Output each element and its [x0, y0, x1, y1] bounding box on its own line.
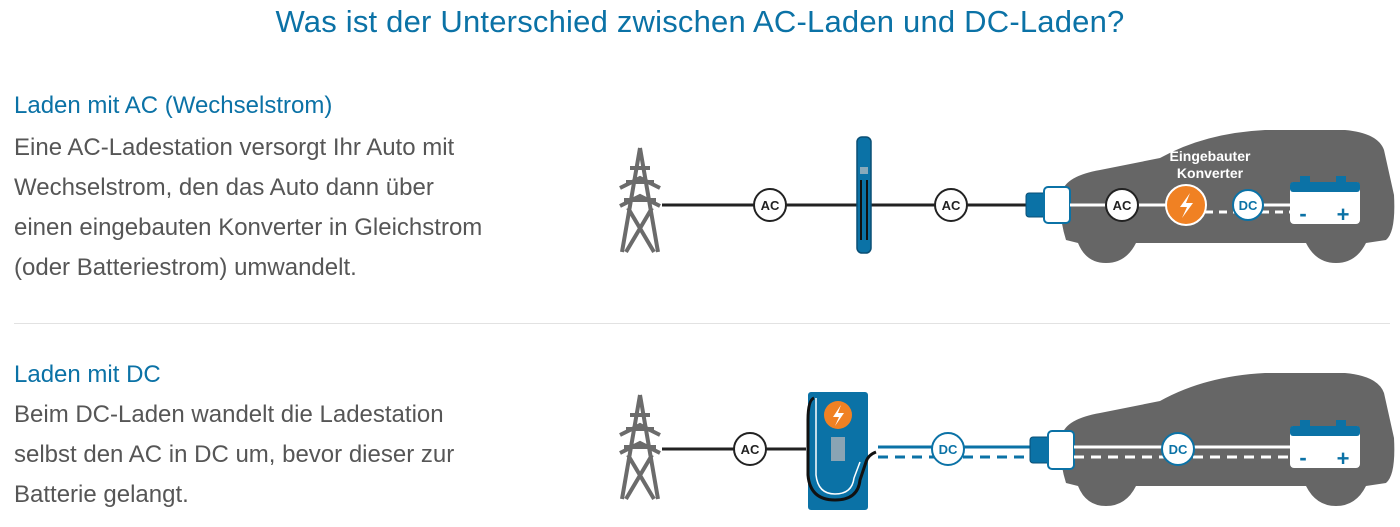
ac-badge: AC	[934, 188, 968, 222]
dc-diagram: AC DC	[618, 373, 1395, 510]
wallbox-charger-icon	[856, 136, 872, 254]
dc-badge: DC	[931, 432, 965, 466]
svg-text:AC: AC	[761, 198, 780, 213]
svg-text:+: +	[1337, 446, 1350, 471]
svg-text:DC: DC	[939, 442, 958, 457]
svg-text:AC: AC	[1113, 198, 1132, 213]
svg-text:-: -	[1299, 445, 1306, 470]
section-divider	[14, 323, 1390, 324]
svg-text:-: -	[1299, 201, 1306, 226]
plug-icon	[1025, 186, 1071, 224]
dc-badge: DC	[1232, 189, 1264, 221]
ac-badge: AC	[1105, 188, 1139, 222]
dc-badge: DC	[1161, 432, 1195, 466]
ac-description: Eine AC-Ladestation versorgt Ihr Auto mi…	[14, 128, 574, 288]
svg-text:AC: AC	[741, 442, 760, 457]
converter-label: Konverter	[1177, 165, 1244, 181]
converter-label: Eingebauter	[1170, 148, 1251, 164]
dc-description: Beim DC-Laden wandelt die Ladestation se…	[14, 395, 574, 515]
power-tower-icon	[618, 146, 662, 254]
battery-icon: - +	[1290, 420, 1360, 471]
ac-heading: Laden mit AC (Wechselstrom)	[14, 92, 333, 119]
ac-line: einen eingebauten Konverter in Gleichstr…	[14, 214, 483, 241]
converter-lightning-icon	[1165, 184, 1207, 226]
ac-diagram: AC AC AC	[618, 130, 1395, 263]
svg-text:DC: DC	[1239, 198, 1258, 213]
plug-icon	[1029, 430, 1075, 470]
dc-heading: Laden mit DC	[14, 361, 161, 388]
dc-charging-station-icon	[806, 392, 877, 510]
ac-line: Wechselstrom, den das Auto dann über	[14, 174, 434, 201]
ac-line: Eine AC-Ladestation versorgt Ihr Auto mi…	[14, 134, 455, 161]
dc-line: selbst den AC in DC um, bevor dieser zur	[14, 441, 455, 468]
ac-line: (oder Batteriestrom) umwandelt.	[14, 254, 357, 281]
ac-badge: AC	[753, 188, 787, 222]
svg-text:DC: DC	[1169, 442, 1188, 457]
power-tower-icon	[618, 393, 662, 501]
ac-badge: AC	[733, 432, 767, 466]
svg-text:+: +	[1337, 202, 1350, 227]
battery-icon: - +	[1290, 176, 1360, 227]
dc-line: Batterie gelangt.	[14, 481, 189, 508]
page-title: Was ist der Unterschied zwischen AC-Lade…	[275, 4, 1125, 39]
svg-text:AC: AC	[942, 198, 961, 213]
dc-line: Beim DC-Laden wandelt die Ladestation	[14, 401, 444, 428]
